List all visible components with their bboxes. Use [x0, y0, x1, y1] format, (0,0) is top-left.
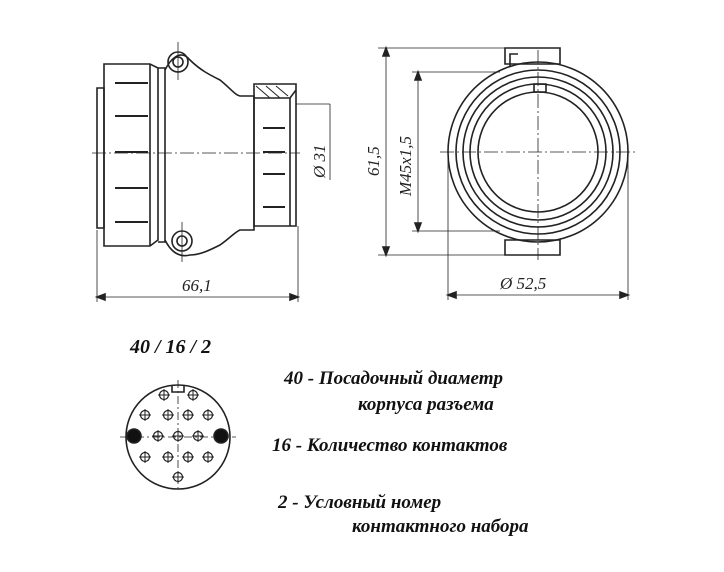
large-pin — [126, 428, 142, 444]
dim-length: 66,1 — [182, 276, 212, 295]
legend-number: 40 — [284, 368, 303, 389]
legend-text: - Посадочный диаметр — [307, 368, 503, 389]
pin-cross — [182, 451, 194, 463]
legend-item-2: 16 - Количество контактов — [272, 435, 507, 457]
pin-cross — [162, 409, 174, 421]
pin-layout — [120, 380, 236, 492]
front-view — [378, 45, 636, 300]
legend-number: 2 — [278, 492, 288, 513]
pin-cross — [158, 389, 170, 401]
dim-diameter: Ø 52,5 — [500, 274, 547, 293]
pin-cross — [192, 430, 204, 442]
dim-rear-diameter: Ø 31 — [310, 144, 329, 178]
pin-cross — [162, 451, 174, 463]
pin-cross — [152, 430, 164, 442]
legend-item-1: 40 - Посадочный диаметр — [284, 368, 503, 390]
pin-layout-code: 40 / 16 / 2 — [130, 336, 212, 358]
pin-cross — [172, 471, 184, 483]
legend-item-1-line2: корпуса разъема — [358, 394, 494, 415]
legend-number: 16 — [272, 435, 291, 456]
dim-thread: M45x1,5 — [396, 136, 415, 196]
pin-cross — [172, 430, 184, 442]
pin-cross — [202, 451, 214, 463]
pin-cross — [182, 409, 194, 421]
legend-item-3-line2: контактного набора — [352, 516, 529, 537]
legend-text: - Условный номер — [292, 492, 442, 513]
side-view — [92, 42, 331, 302]
legend-item-3: 2 - Условный номер — [278, 492, 441, 514]
dim-height: 61,5 — [364, 146, 383, 176]
large-pin — [213, 428, 229, 444]
pin-cross — [202, 409, 214, 421]
pin-cross — [187, 389, 199, 401]
pin-cross — [139, 451, 151, 463]
legend-text: - Количество контактов — [295, 435, 508, 456]
pin-cross — [139, 409, 151, 421]
